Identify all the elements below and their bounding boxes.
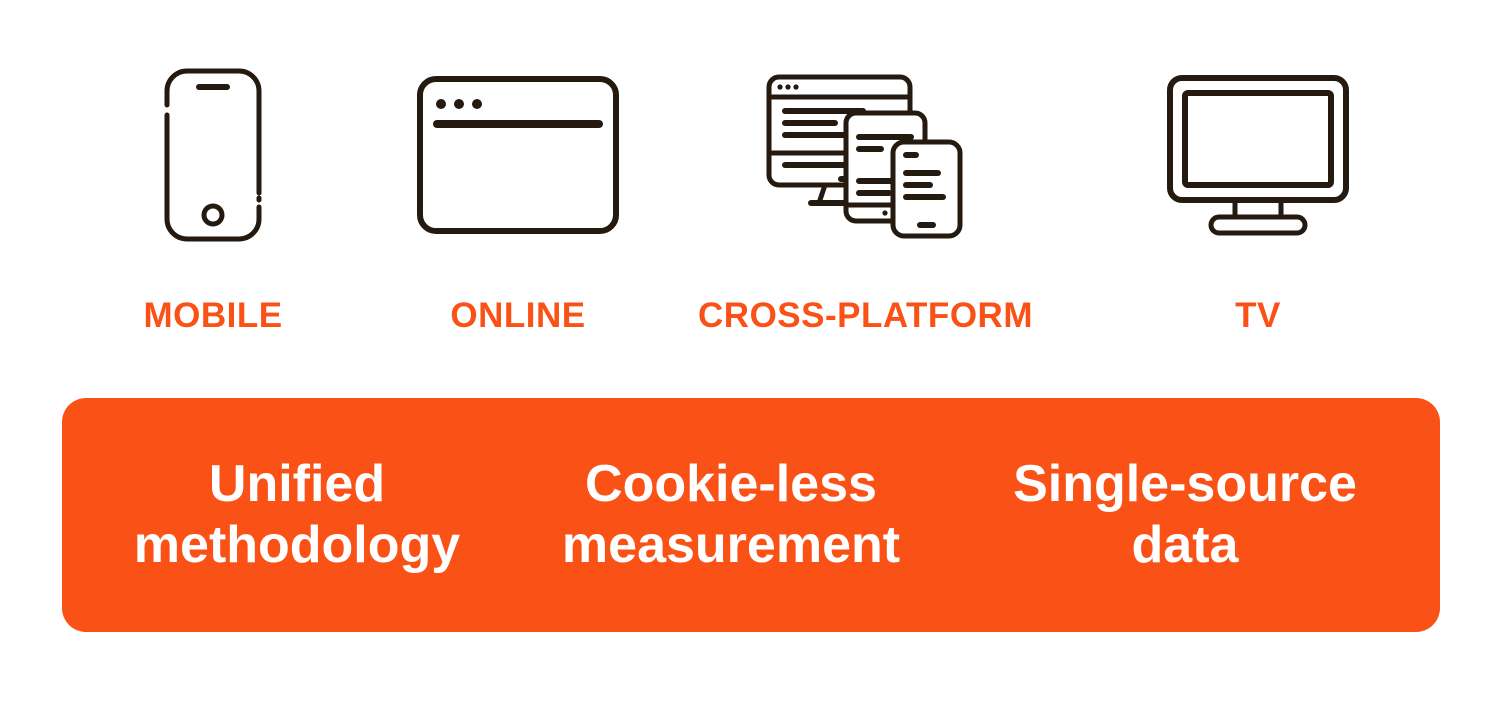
benefit-cookieless-measurement: Cookie-less measurement [551,454,911,576]
browser-window-icon [417,76,619,234]
channel-mobile: MOBILE [58,60,368,350]
benefit-line-2: measurement [561,516,901,574]
mobile-icon-box [161,60,265,250]
online-icon-box [415,60,621,250]
benefit-line-1: Single-source [1013,455,1357,514]
tv-monitor-icon [1167,75,1349,236]
channel-label-mobile: MOBILE [143,296,283,335]
cross-platform-devices-icon [766,74,962,239]
benefit-line-2: data [1131,516,1239,574]
benefit-line-2: methodology [133,516,461,574]
benefit-single-source-data: Single-source data [1000,454,1370,576]
channel-tv: TV [1063,60,1453,350]
cross-platform-icon-box [763,60,969,250]
benefit-line-1: Cookie-less [585,455,877,514]
benefit-unified-methodology: Unified methodology [132,454,462,576]
channel-row: MOBILE ONLINE [0,60,1500,350]
phone-icon [890,139,962,239]
benefit-line-1: Unified [208,455,386,514]
channel-cross-platform: CROSS-PLATFORM [668,60,1063,350]
mobile-phone-icon [164,68,262,242]
channel-online: ONLINE [368,60,668,350]
benefits-banner: Unified methodology Cookie-less measurem… [62,398,1440,632]
channel-label-cross-platform: CROSS-PLATFORM [698,296,1033,335]
channel-label-tv: TV [1235,296,1281,335]
tv-icon-box [1165,60,1351,250]
browser-dots-icon [436,99,482,109]
desktop-dots-icon [776,84,799,90]
phone-content-lines [902,152,946,228]
channel-label-online: ONLINE [450,296,586,335]
